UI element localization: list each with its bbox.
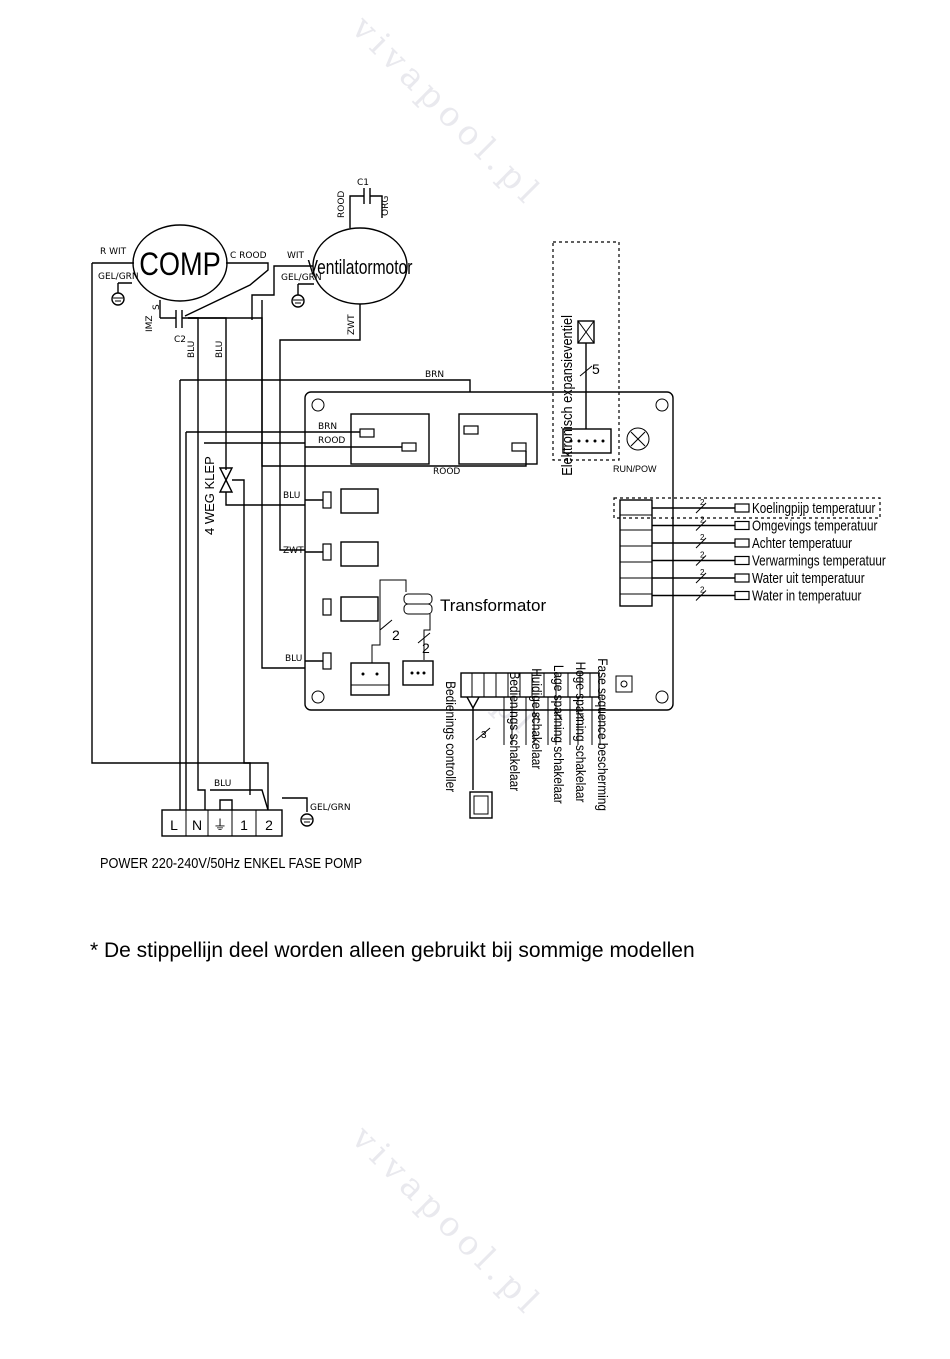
bottom-input-item: Lage spanning schakelaar [547, 665, 567, 804]
bottom-input-item: Bedienings schakelaar [503, 672, 523, 792]
ground-icon [291, 283, 314, 308]
capacitor-c2 [160, 310, 188, 328]
sensor-wire-count: 2 [700, 533, 705, 542]
wire-count-transformer-a: 2 [392, 627, 400, 643]
terminal-n: N [192, 817, 202, 833]
sensor-probe [734, 573, 750, 583]
sensor-item: 2 Omgevings temperatuur [652, 516, 878, 534]
bottom-input-label: Huidige schakelaar [529, 668, 545, 770]
wire-label-c2: C2 [174, 335, 186, 345]
power-caption: POWER 220-240V/50Hz ENKEL FASE POMP [100, 854, 362, 871]
wire-label-c-rood: C ROOD [230, 251, 267, 261]
sensor-probe [734, 590, 750, 601]
wire-label-brn-top: BRN [425, 370, 444, 380]
sensor-item: 2 Water in temperatuur [652, 586, 862, 604]
sensor-wire-count: 2 [700, 551, 705, 560]
wire-label-org: ORG [381, 196, 391, 216]
compressor: COMP [132, 224, 228, 302]
wire-label-zwt-board: ZWT [283, 546, 304, 556]
sensor-wire-count: 2 [700, 516, 705, 525]
controller-label: Bedienings controller [443, 681, 459, 793]
sensor-label: Verwarmings temperatuur [752, 552, 886, 569]
capacitor-c1 [349, 188, 383, 228]
wire-label-r-wit: R WIT [100, 247, 127, 257]
run-indicator-label: RUN/POW [613, 464, 657, 474]
wire-label-blu-1: BLU [187, 341, 197, 358]
fan-motor-label: Ventilatormotor [308, 256, 413, 278]
transformer-label: Transformator [440, 596, 546, 615]
sensor-probe [734, 520, 750, 531]
sensor-label: Koelingpijp temperatuur [752, 500, 876, 517]
terminal-l: L [170, 817, 178, 833]
wire-label-wit: WIT [287, 251, 305, 261]
sensor-probe [734, 555, 750, 566]
sensor-wire-count: 2 [700, 498, 705, 507]
bottom-input-label: Bedienings schakelaar [507, 672, 523, 792]
watermark-bottom: vivapool.pl [343, 1117, 551, 1325]
sensor-probe [734, 503, 750, 513]
terminal-1: 1 [240, 817, 248, 833]
wire-label-imz: IMZ [145, 315, 155, 332]
sensor-label: Water uit temperatuur [752, 570, 865, 587]
fan-motor: Ventilatormotor [308, 227, 413, 305]
bottom-input-label: Fase sequence bescherming [595, 658, 611, 811]
wire-label-rood-bottom: ROOD [433, 467, 460, 477]
sensor-probe [734, 538, 750, 548]
wire-label-c1: C1 [357, 178, 369, 188]
sensor-label: Achter temperatuur [752, 535, 852, 552]
wire-label-gel-grn-comp: GEL/GRN [98, 272, 139, 282]
wire-label-s: S [152, 304, 162, 310]
sensor-wire-count: 2 [700, 586, 705, 595]
four-way-valve [218, 467, 234, 493]
wire-count-expansion: 5 [592, 361, 600, 377]
compressor-label: COMP [139, 247, 221, 283]
sensor-dashed-box [613, 497, 881, 519]
wire-label-rood-c1: ROOD [337, 191, 347, 218]
bottom-input-item: Huidige schakelaar [525, 668, 545, 770]
sensor-wire-count: 2 [700, 568, 705, 577]
bottom-input-label: Hoge spanning schakelaar [573, 662, 589, 803]
wire-label-blu-2: BLU [215, 341, 225, 358]
wire-label-rood-board: ROOD [318, 436, 345, 446]
wire-label-zwt-fan: ZWT [347, 314, 357, 335]
control-board [304, 391, 674, 711]
wire-label-brn-board: BRN [318, 422, 337, 432]
expansion-valve-dashed-box [552, 241, 620, 461]
bottom-input-list: Bedienings schakelaar Huidige schakelaar L… [503, 658, 611, 811]
terminal-2: 2 [265, 817, 273, 833]
bottom-input-item: Fase sequence bescherming [591, 658, 611, 811]
controller-branch: 3 [466, 696, 493, 819]
controller-box [469, 791, 493, 819]
footnote: * De stippellijn deel worden alleen gebr… [90, 939, 695, 962]
ground-icon [300, 813, 314, 827]
sensor-label: Water in temperatuur [752, 587, 862, 604]
four-way-valve-label: 4 WEG KLEP [202, 456, 217, 535]
wire-count-transformer-b: 2 [422, 640, 430, 656]
wire-label-blu-board-2: BLU [285, 654, 302, 664]
terminal-ground: ⏚ [213, 817, 227, 833]
expansion-valve-label: Elektronisch expansieventiel [558, 315, 575, 476]
sensor-item: 2 Koelingpijp temperatuur [652, 498, 876, 516]
wire-label-blu-board-1: BLU [283, 491, 300, 501]
sensor-label: Omgevings temperatuur [752, 517, 878, 534]
expansion-valve [577, 320, 595, 344]
ground-icon [111, 282, 132, 306]
wire-count-controller: 3 [481, 730, 487, 741]
bottom-input-label: Lage spanning schakelaar [551, 665, 567, 804]
sensor-item: 2 Achter temperatuur [652, 533, 852, 551]
terminal-block: L N ⏚ 1 2 [161, 809, 283, 837]
sensor-item: 2 Water uit temperatuur [652, 568, 865, 586]
wire-label-gel-grn-fan: GEL/GRN [281, 273, 322, 283]
wire-label-blu-terminal: BLU [214, 779, 231, 789]
svg-text:vivapool.pl: vivapool.pl [343, 1117, 551, 1325]
wire-label-gel-grn-terminal: GEL/GRN [310, 803, 351, 813]
watermark-top: vivapool.pl [343, 7, 551, 215]
svg-text:vivapool.pl: vivapool.pl [343, 7, 551, 215]
sensor-item: 2 Verwarmings temperatuur [652, 551, 886, 569]
bottom-input-item: Hoge spanning schakelaar [569, 662, 589, 803]
